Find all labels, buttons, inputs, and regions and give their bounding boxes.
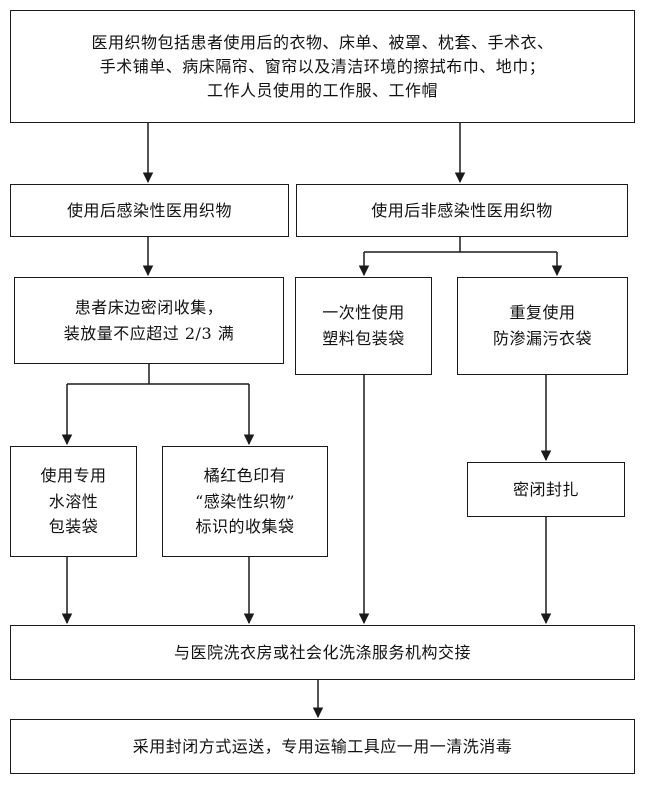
closed-transport-label: 采用封闭方式运送，专用运输工具应一用一清洗消毒	[132, 736, 513, 756]
closed-transport-box: 采用封闭方式运送，专用运输工具应一用一清洗消毒	[10, 719, 635, 774]
medical-textiles-definition-box: 医用织物包括患者使用后的衣物、床单、被罩、枕套、手术衣、 手术铺单、病床隔帘、窗…	[10, 10, 635, 123]
reusable-line-2: 防渗漏污衣袋	[492, 329, 592, 348]
seal-tie-label: 密闭封扎	[512, 479, 579, 499]
orange-bag-line-2: “感染性织物”	[195, 491, 295, 511]
disposable-plastic-bag-box: 一次性使用 塑料包装袋	[295, 277, 432, 375]
infectious-textiles-label: 使用后感染性医用织物	[66, 200, 232, 220]
water-soluble-bag-box: 使用专用 水溶性 包装袋	[10, 446, 137, 557]
laundry-handover-box: 与医院洗衣房或社会化洗涤服务机构交接	[10, 625, 635, 680]
definition-line-3: 工作人员使用的工作服、工作帽	[206, 80, 438, 100]
infectious-textiles-box: 使用后感染性医用织物	[10, 184, 289, 237]
disposable-line-1: 一次性使用	[322, 303, 405, 323]
bedside-line-2: 装放量不应超过 2/3 满	[63, 323, 235, 343]
water-soluble-line-2: 水溶性	[48, 491, 99, 511]
reusable-leakproof-bag-box: 重复使用 防渗漏污衣袋	[457, 277, 628, 375]
laundry-handover-label: 与医院洗衣房或社会化洗涤服务机构交接	[173, 642, 471, 662]
bedside-collection-box: 患者床边密闭收集， 装放量不应超过 2/3 满	[14, 277, 284, 364]
definition-line-2: 手术铺单、病床隔帘、窗帘以及清洁环境的擦拭布巾、地巾；	[99, 56, 546, 76]
orange-labeled-bag-box: 橘红色印有 “感染性织物” 标识的收集袋	[162, 446, 328, 557]
orange-bag-line-3: 标识的收集袋	[195, 517, 295, 537]
non-infectious-textiles-label: 使用后非感染性医用织物	[371, 200, 553, 220]
definition-line-1: 医用织物包括患者使用后的衣物、床单、被罩、枕套、手术衣、	[91, 32, 554, 52]
seal-tie-box: 密闭封扎	[467, 462, 625, 517]
orange-bag-line-1: 橘红色印有	[203, 466, 287, 486]
bedside-line-1: 患者床边密闭收集，	[74, 297, 224, 317]
water-soluble-line-1: 使用专用	[40, 466, 107, 486]
water-soluble-line-3: 包装袋	[48, 517, 99, 537]
disposable-line-2: 塑料包装袋	[322, 329, 405, 348]
non-infectious-textiles-box: 使用后非感染性医用织物	[296, 184, 628, 237]
reusable-line-1: 重复使用	[509, 303, 576, 323]
